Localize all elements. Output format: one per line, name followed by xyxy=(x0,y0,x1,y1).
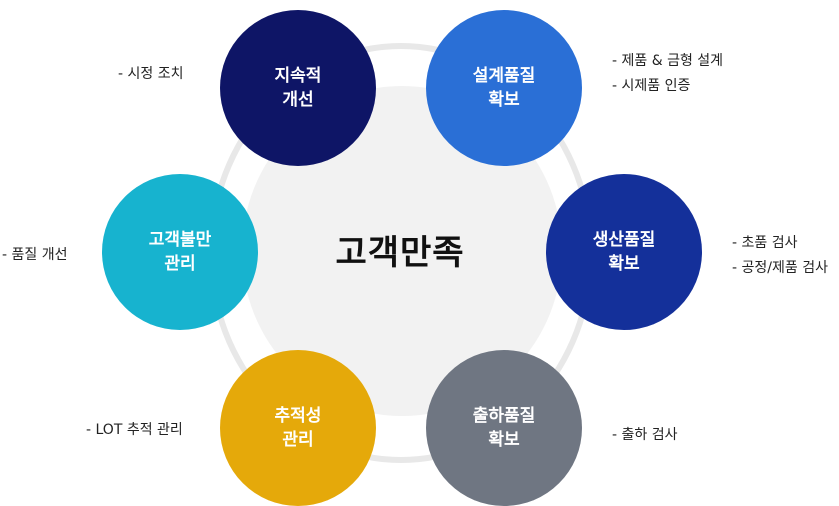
note-shipping: - 출하 검사 xyxy=(612,423,677,448)
node-shipping-quality: 출하품질 확보 xyxy=(426,350,582,506)
note-line: - 품질 개선 xyxy=(2,247,68,263)
note-line: - 시정 조치 xyxy=(118,66,184,82)
node-label-line1: 추적성 xyxy=(274,406,322,426)
node-sustain-improvement: 지속적 개선 xyxy=(220,10,376,166)
note-line: - 초품 검사 xyxy=(732,235,798,251)
note-trace: - LOT 추적 관리 xyxy=(86,418,183,443)
note-complaint: - 품질 개선 xyxy=(2,243,67,268)
node-traceability: 추적성 관리 xyxy=(220,350,376,506)
note-line: - 제품 & 금형 설계 xyxy=(612,53,724,69)
node-label-line2: 확보 xyxy=(608,254,640,274)
note-line: - 공정/제품 검사 xyxy=(732,260,828,276)
node-label-line1: 설계품질 xyxy=(472,66,536,86)
center-title: 고객만족 xyxy=(335,233,465,273)
node-label-line2: 관리 xyxy=(282,430,314,450)
note-production: - 초품 검사 - 공정/제품 검사 xyxy=(732,231,828,281)
node-label-line2: 개선 xyxy=(282,90,314,110)
node-design-quality: 설계품질 확보 xyxy=(426,10,582,166)
node-label-line1: 생산품질 xyxy=(592,230,656,250)
node-label-line2: 확보 xyxy=(488,430,520,450)
node-complaint-management: 고객불만 관리 xyxy=(102,174,258,330)
node-label-line1: 지속적 xyxy=(274,66,322,86)
note-sustain: - 시정 조치 xyxy=(118,62,183,87)
node-label-line1: 출하품질 xyxy=(472,406,536,426)
node-label-line1: 고객불만 xyxy=(148,230,212,250)
note-design: - 제품 & 금형 설계 - 시제품 인증 xyxy=(612,49,723,99)
note-line: - LOT 추적 관리 xyxy=(86,422,183,438)
note-line: - 시제품 인증 xyxy=(612,78,691,94)
node-label-line2: 관리 xyxy=(164,254,196,274)
note-line: - 출하 검사 xyxy=(612,427,678,443)
node-label-line2: 확보 xyxy=(488,90,520,110)
node-production-quality: 생산품질 확보 xyxy=(546,174,702,330)
